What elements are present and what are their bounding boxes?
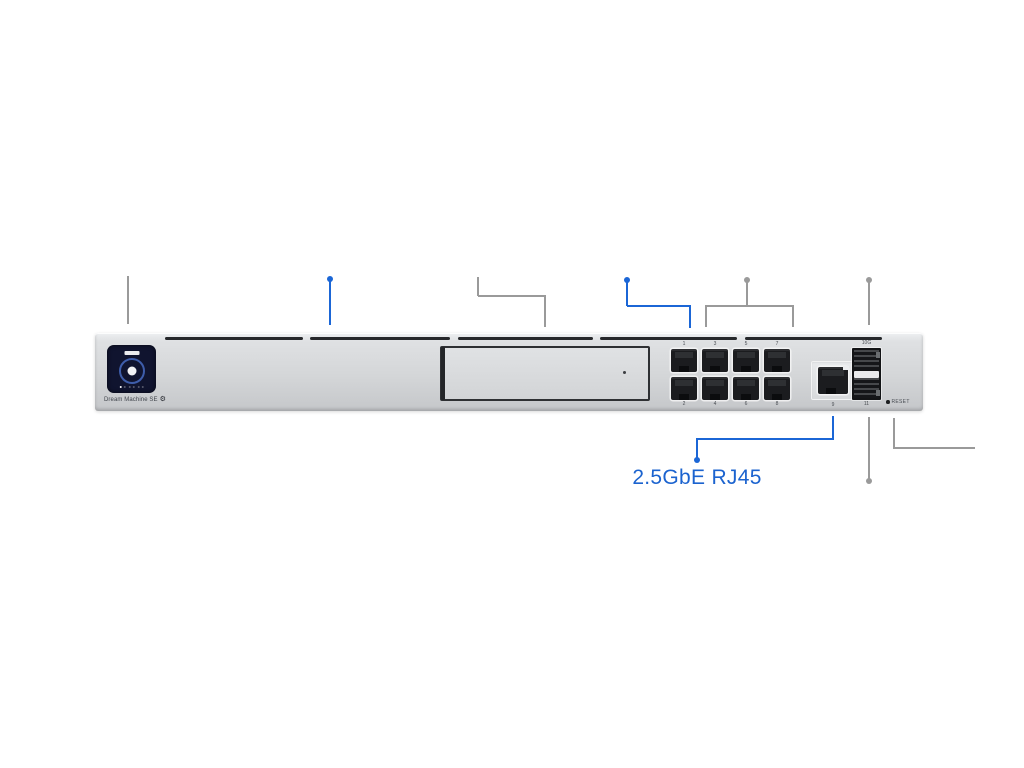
rj45-port xyxy=(702,377,728,400)
lan-port-labels-bottom: 2 4 6 8 xyxy=(671,401,796,407)
page-dot xyxy=(137,386,140,388)
wan-callout-label: 2.5GbE RJ45 xyxy=(632,466,762,489)
rj45-port-wan-2-5gbe xyxy=(818,367,848,394)
callout-line-display xyxy=(127,276,129,324)
rj45-port xyxy=(764,377,790,400)
sfp-port xyxy=(854,350,879,370)
callout-line-lan-stub xyxy=(626,281,628,306)
sfp-bottom-label: 11 xyxy=(863,401,870,407)
callout-line-sfp-bottom xyxy=(868,417,870,479)
callout-dot-wan xyxy=(694,457,700,463)
callout-elbow-bay xyxy=(478,295,546,327)
vent-slot xyxy=(745,337,882,340)
port-number-label: 2 xyxy=(682,401,686,407)
vent-slot xyxy=(165,337,303,340)
device-chassis: Dream Machine SE ⚙ 1 3 5 7 xyxy=(95,333,923,411)
port-number-label: 6 xyxy=(744,401,748,407)
display-page-dots xyxy=(119,386,144,388)
gear-icon: ⚙ xyxy=(159,396,167,403)
callout-elbow-wan xyxy=(697,416,834,440)
callout-line-bay-stub xyxy=(477,277,479,296)
rj45-port xyxy=(733,377,759,400)
port-number-label: 8 xyxy=(775,401,779,407)
rj45-port xyxy=(702,349,728,372)
rj45-port xyxy=(671,349,697,372)
lan-port-row xyxy=(671,349,790,372)
sfp-label-strip xyxy=(854,371,879,378)
rj45-port xyxy=(671,377,697,400)
drive-bay-eject-dot xyxy=(623,371,626,374)
callout-dot-sfp-bottom xyxy=(866,478,872,484)
wan-port-module xyxy=(811,361,855,400)
callout-line-ports-stem xyxy=(746,281,748,306)
port-number-label: 3 xyxy=(713,341,717,347)
rj45-port xyxy=(733,349,759,372)
lan-port-labels-top: 1 3 5 7 xyxy=(671,341,796,347)
callout-elbow-reset xyxy=(893,418,975,449)
page-dot xyxy=(123,386,126,388)
port-number-label: 7 xyxy=(775,341,779,347)
page-dot xyxy=(119,386,122,388)
port-number-label: 5 xyxy=(744,341,748,347)
vent-slot xyxy=(458,337,593,340)
sfp-latch xyxy=(876,352,880,358)
reset-label: RESET xyxy=(891,399,910,405)
wan-port-clip xyxy=(843,366,849,370)
product-name-label: Dream Machine SE ⚙ xyxy=(104,396,167,403)
reset-button xyxy=(886,400,890,404)
lcm-display xyxy=(107,345,156,393)
page-dot xyxy=(128,386,131,388)
product-name-text: Dream Machine SE xyxy=(104,397,158,403)
unifi-logo-icon xyxy=(124,351,139,355)
page-dot xyxy=(141,386,144,388)
callout-dot-ports xyxy=(744,277,750,283)
sfp-top-label: 10G xyxy=(861,340,872,346)
port-number-label: 1 xyxy=(682,341,686,347)
callout-line-wan-stub xyxy=(696,438,698,459)
drive-bay-cover xyxy=(440,346,650,401)
callout-dot-chassis xyxy=(327,276,333,282)
callout-bracket-ports xyxy=(705,305,794,327)
callout-line-chassis xyxy=(329,281,331,325)
callout-elbow-lan xyxy=(627,305,691,328)
reset-control: RESET xyxy=(886,399,910,405)
wan-port-label: 9 xyxy=(831,402,835,408)
lan-port-row xyxy=(671,377,790,400)
sfp-cage-stack xyxy=(852,348,881,400)
drive-bay-edge xyxy=(441,347,445,400)
vent-slot xyxy=(600,337,737,340)
rj45-port xyxy=(764,349,790,372)
port-number-label: 4 xyxy=(713,401,717,407)
callout-dot-lan xyxy=(624,277,630,283)
sfp-latch xyxy=(876,390,880,396)
callout-dot-sfp xyxy=(866,277,872,283)
callout-line-sfp xyxy=(868,281,870,325)
page-dot xyxy=(132,386,135,388)
display-progress-ring xyxy=(118,358,145,384)
lan-port-block xyxy=(671,349,796,400)
display-center-dot xyxy=(127,366,136,376)
vent-slot xyxy=(310,337,450,340)
sfp-port xyxy=(854,378,879,398)
